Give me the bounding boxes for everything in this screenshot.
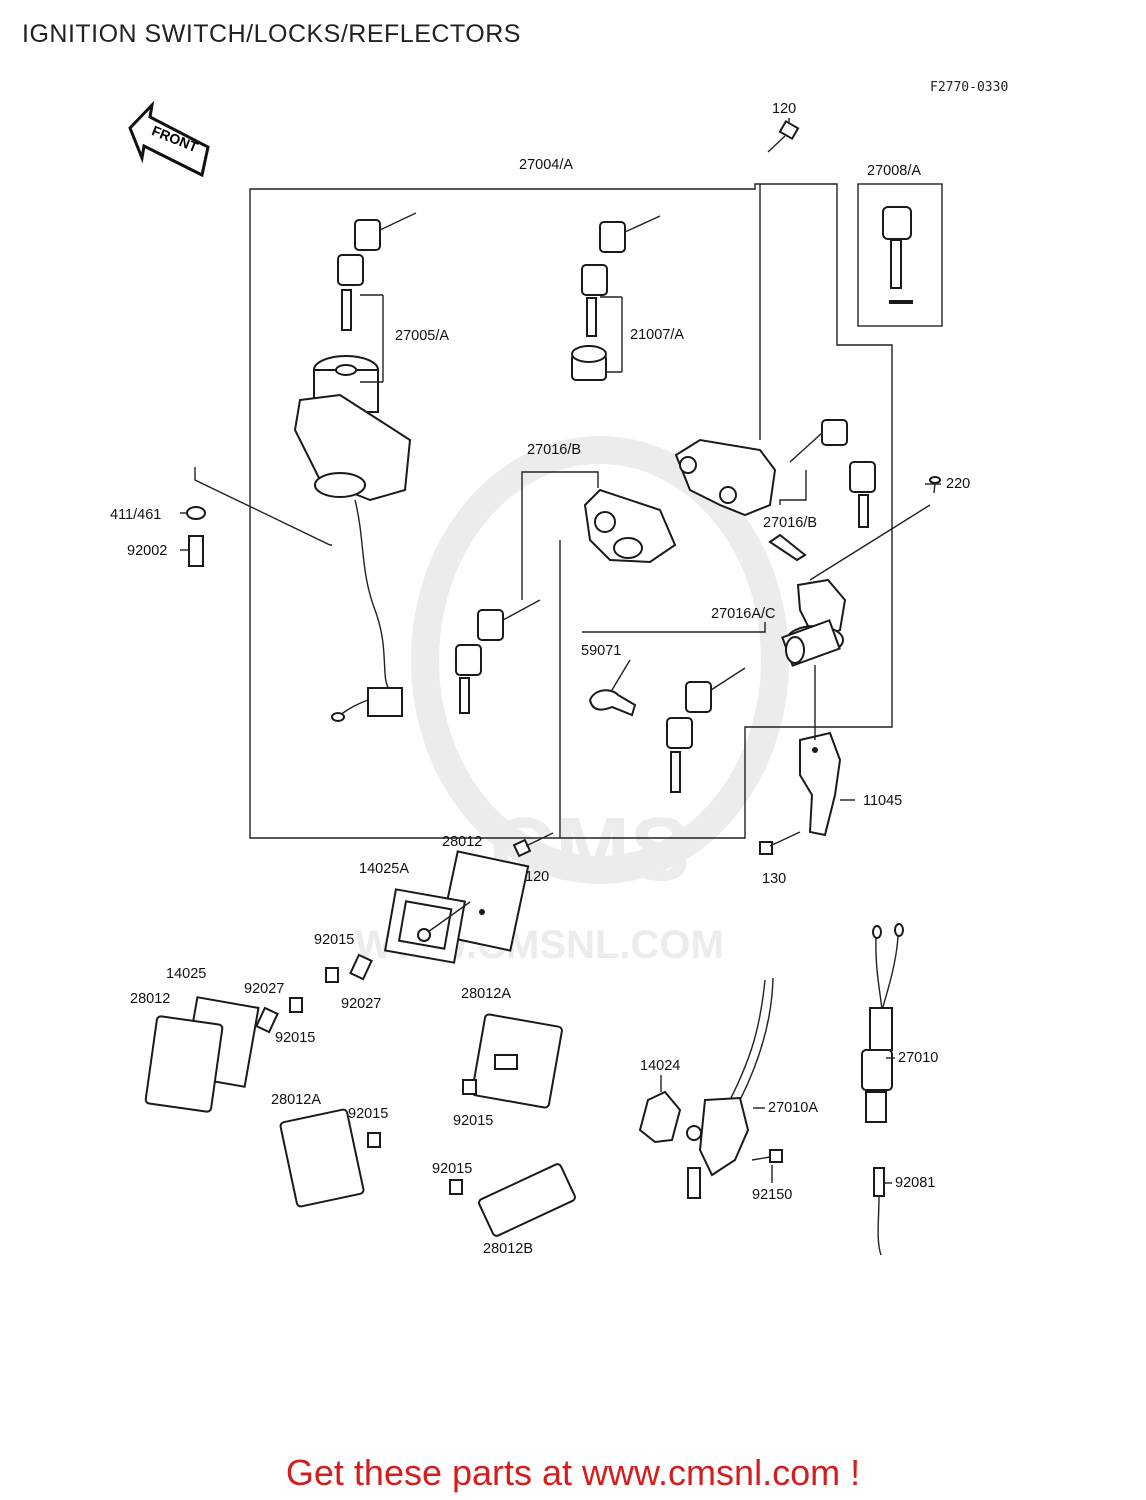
washer-411-icon [186, 506, 206, 520]
watermark: CMS WWW.CMSNL.COM [355, 436, 789, 967]
bracket-11045-icon [799, 731, 842, 837]
leader-lines [194, 184, 931, 838]
nut-92015-d-icon [367, 1132, 381, 1148]
label-120-bottom: 120 [525, 869, 549, 885]
nut-92015-a-icon [325, 967, 339, 983]
spring-92081-icon [873, 1167, 885, 1256]
label-120-top: 120 [772, 101, 796, 117]
label-92015-c: 92015 [453, 1113, 493, 1129]
label-21007: 21007/A [630, 327, 684, 343]
label-92015-a: 92015 [314, 932, 354, 948]
label-92150: 92150 [752, 1187, 792, 1203]
label-92015-b: 92015 [275, 1030, 315, 1046]
bolt-120-bottom-icon [512, 832, 554, 858]
label-59071: 59071 [581, 643, 621, 659]
ignition-switch-icon [293, 355, 412, 722]
switch-27010a-icon [686, 977, 774, 1199]
clamp-59071-icon [588, 689, 637, 717]
label-28012b: 28012B [483, 1241, 533, 1257]
bolt-120-icon [767, 119, 800, 153]
switch-27010-icon [861, 923, 904, 1123]
bracket-14024-icon [638, 1090, 682, 1144]
label-411-461: 411/461 [110, 507, 161, 523]
nut-92015-c-icon [462, 1079, 477, 1095]
label-28012a-left: 28012A [271, 1092, 321, 1108]
label-92081: 92081 [895, 1175, 935, 1191]
lock-cylinder-icon [571, 345, 607, 381]
key-set-icon [337, 212, 876, 793]
seat-lock-icon [674, 438, 777, 517]
bolt-92150-icon [751, 1149, 783, 1163]
bolt-130-icon [759, 831, 801, 855]
front-arrow-icon: FRONT [128, 100, 210, 178]
label-27010: 27010 [898, 1050, 938, 1066]
label-leaders [180, 118, 941, 1184]
label-14025: 14025 [166, 966, 206, 982]
label-14024: 14024 [640, 1058, 680, 1074]
label-27016b-right: 27016/B [763, 515, 817, 531]
reflector-28012a-left-icon [279, 1108, 365, 1208]
assembly-boundary [249, 183, 893, 839]
label-11045: 11045 [863, 793, 902, 809]
label-92002: 92002 [127, 543, 167, 559]
label-92015-d: 92015 [348, 1106, 388, 1122]
reflector-28012b-icon [478, 1163, 576, 1237]
label-220: 220 [946, 476, 970, 492]
reflector-28012a-mid-icon [471, 1013, 563, 1109]
helmet-lock-icon [583, 488, 677, 564]
label-27004: 27004/A [519, 157, 573, 173]
nut-92015-b-icon [289, 997, 303, 1013]
label-28012-left: 28012 [130, 991, 170, 1007]
label-27016ac: 27016A/C [711, 606, 776, 622]
part-labels: 120 27004/A 27008/A 27005/A 21007/A 2701… [110, 101, 970, 1257]
spacer-92027-b-icon [255, 1006, 279, 1034]
key-blank-box [857, 183, 943, 327]
label-27005: 27005/A [395, 328, 449, 344]
label-130: 130 [762, 871, 786, 887]
label-14025a: 14025A [359, 861, 409, 877]
label-27016b-left: 27016/B [527, 442, 581, 458]
label-28012a-mid: 28012A [461, 986, 511, 1002]
label-27008: 27008/A [867, 163, 921, 179]
steering-lock-icon [768, 533, 847, 667]
reflector-28012-top-icon [438, 850, 530, 952]
bracket-14025a-icon [383, 888, 471, 964]
label-27010a: 27010A [768, 1100, 818, 1116]
spacer-92027-a-icon [349, 953, 373, 981]
screw-220-icon [929, 476, 941, 494]
figure-code: F2770-0330 [930, 80, 1009, 95]
label-92015-e: 92015 [432, 1161, 472, 1177]
label-92027-b: 92027 [244, 981, 284, 997]
label-28012-top: 28012 [442, 834, 482, 850]
reflector-14025-icon [144, 996, 260, 1113]
nut-92015-e-icon [449, 1179, 463, 1195]
bolt-92002-icon [188, 535, 204, 567]
parts-shop-link[interactable]: Get these parts at www.cmsnl.com ! [285, 1452, 861, 1493]
label-92027-a: 92027 [341, 996, 381, 1012]
diagram-title: IGNITION SWITCH/LOCKS/REFLECTORS [22, 20, 521, 48]
